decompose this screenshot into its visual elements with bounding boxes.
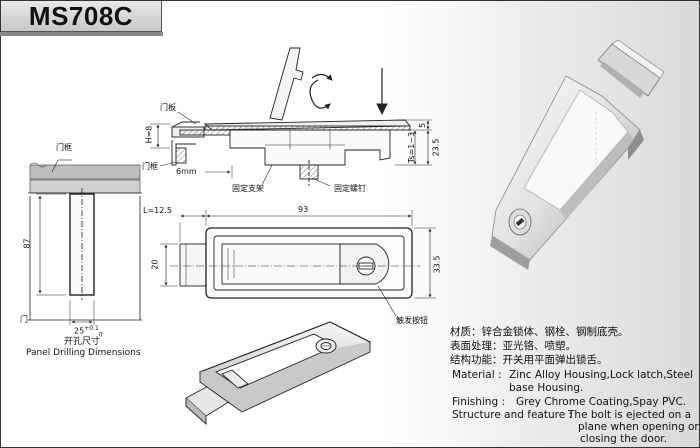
spec-en-structure-value-2: plane when opening or — [578, 421, 699, 433]
dim-87: 87 — [22, 238, 32, 249]
dim-25-value: 25 — [74, 326, 85, 336]
spec-en-finishing-value: Grey Chrome Coating,Spay PVC. — [516, 396, 687, 408]
spec-en-structure-value-1: The bolt is ejected on a — [568, 409, 692, 421]
panel-title-cn: 开孔尺寸 — [64, 337, 101, 347]
model-box-shadow — [0, 32, 163, 36]
spec-en-material-label: Material : — [452, 369, 502, 381]
front-view — [160, 210, 436, 317]
label-fixing-bracket: 固定支架 — [232, 184, 264, 193]
spec-en-structure-value-3: closing the door. — [580, 433, 667, 445]
label-trigger-button: 触发按钮 — [396, 316, 428, 325]
dim-h: H=8 — [144, 125, 154, 144]
dim-25: 25+0.10 — [74, 324, 103, 339]
spec-en-structure-label: Structure and feature : — [452, 409, 573, 421]
dim-20: 20 — [150, 259, 160, 270]
dim-23-5: 23.5 — [431, 138, 441, 157]
label-door-frame-side: 门框 — [142, 162, 158, 171]
label-offset: 6mm — [176, 167, 197, 176]
model-number: MS708C — [1, 1, 162, 32]
dim-l: L=12.5 — [143, 206, 172, 215]
label-door: 门 — [20, 315, 28, 324]
label-door-panel: 门板 — [160, 103, 176, 112]
dim-ts: Ts=1~3 — [407, 131, 417, 164]
label-fixing-screw: 固定螺钉 — [334, 184, 366, 193]
spec-cn-surface: 表面处理：亚光铬、喷塑。 — [450, 340, 576, 352]
dim-5: 5 — [418, 122, 428, 129]
side-section-view — [150, 47, 432, 187]
spec-cn-structure: 结构功能：开关用平面弹出锁舌。 — [450, 354, 608, 366]
spec-en-material-value-1: Zinc Alloy Housing,Lock latch,Steel — [509, 369, 694, 381]
spec-cn-material: 材质：锌合金锁体、钢栓、钢制底壳。 — [450, 326, 629, 338]
spec-en-finishing-label: Finishing : — [452, 396, 506, 408]
spec-en-material-value-2: base Housing. — [509, 382, 584, 394]
panel-drilling-view — [28, 159, 142, 325]
product-render — [490, 39, 665, 270]
dim-93: 93 — [298, 205, 309, 214]
label-door-frame-top: 门框 — [56, 143, 72, 152]
dim-25-tol-plus: +0.1 — [84, 325, 99, 332]
isometric-view — [185, 321, 372, 426]
dim-25-tol-zero: 0 — [98, 331, 103, 339]
dim-33-5: 33.5 — [432, 255, 442, 274]
panel-title-en: Panel Drilling Dimensions — [26, 348, 141, 358]
